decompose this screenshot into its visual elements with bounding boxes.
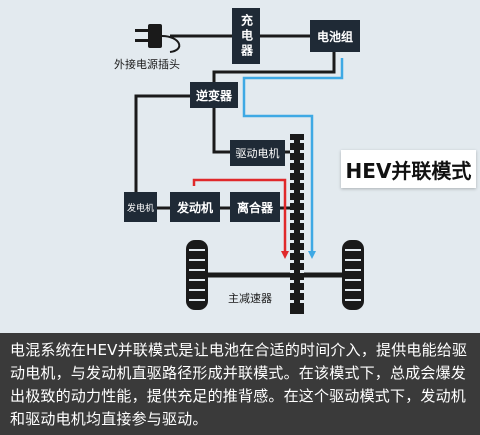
charger-box [232, 8, 260, 64]
inverter-box [190, 82, 238, 108]
left-wheel [186, 240, 208, 310]
inverter-generator-line [134, 94, 196, 192]
wheels [186, 240, 364, 310]
connection-lines [134, 34, 344, 278]
final-drive-label: 主减速器 [228, 292, 272, 305]
gear-shaft [290, 134, 304, 314]
engine-box [170, 192, 220, 222]
engine-label: 发动机 [176, 200, 213, 215]
battery-box [310, 20, 360, 52]
charger-label: 充电器 [239, 13, 254, 59]
right-wheel [342, 240, 364, 310]
caption-bar [0, 333, 480, 435]
inverter-label: 逆变器 [195, 88, 232, 103]
external-plug-label: 外接电源插头 [114, 58, 180, 71]
caption-text: 电混系统在HEV并联模式是让电池在合适的时间介入，提供电能给驱动电机，与发动机直… [10, 341, 468, 428]
battery-flow-arrow [242, 58, 344, 259]
inverter-motor-line [212, 108, 230, 154]
engine-flow-arrow [192, 178, 289, 259]
clutch-box [230, 192, 280, 222]
battery-inverter-line [212, 52, 336, 82]
battery-label: 电池组 [316, 29, 353, 44]
drive-motor-box [230, 140, 285, 166]
mode-title: HEV并联模式 [341, 150, 476, 188]
generator-box [124, 192, 157, 222]
component-boxes [124, 8, 360, 222]
drive-motor-label: 驱动电机 [235, 147, 280, 160]
power-plug-icon [135, 24, 181, 53]
generator-label: 发电机 [126, 203, 154, 214]
clutch-label: 离合器 [236, 200, 273, 215]
